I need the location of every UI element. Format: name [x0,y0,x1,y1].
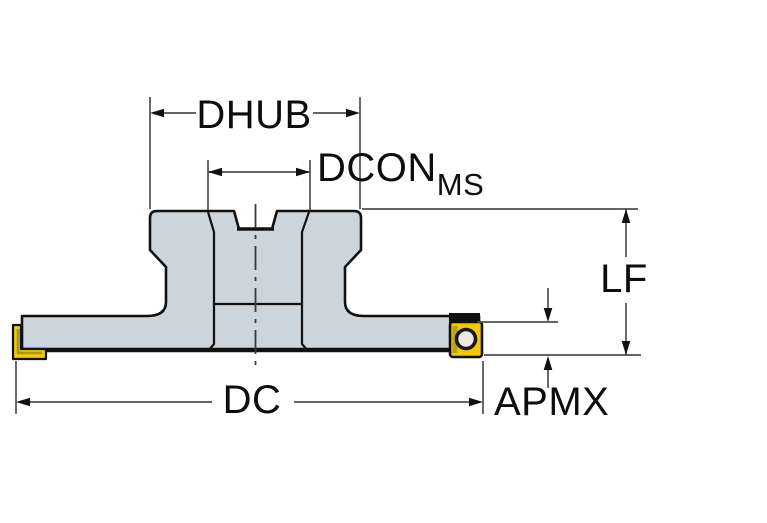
dim-label-dc: DC [222,378,282,422]
dim-label-lf: LF [600,257,648,301]
lf-arrow-top [621,209,631,223]
dim-label-apmx: APMX [494,380,610,424]
lf-arrow-bottom [621,341,631,355]
dhub-dimension [149,97,361,209]
insert-left-shape [11,323,48,361]
dim-label-dhub: DHUB [196,93,312,137]
insert-seat-block [449,313,480,324]
bore-right-line [300,211,311,352]
dcon-dimension [207,160,311,210]
insert-left-shade [16,329,42,355]
apmx-dimension [477,288,558,388]
dim-label-dcon-subscript: MS [436,167,485,202]
dhub-arrow-left [150,108,164,118]
lf-dimension [362,208,641,356]
dc-dimension [15,361,484,414]
dc-arrow-left [16,397,30,407]
insert-right [448,313,484,359]
bore-left-line [206,211,216,352]
dc-arrow-right [469,397,483,407]
dcon-arrow-right [296,167,310,177]
dhub-arrow-right [346,108,360,118]
dim-label-dcon: DCONMS [317,148,484,200]
insert-screw-hole [454,327,478,351]
dim-label-dcon-main: DCON [317,146,437,190]
apmx-arrow-up [543,356,553,370]
cutter-body-outline [20,209,481,352]
cutter-body-group [20,209,481,353]
insert-left [11,323,48,361]
apmx-arrow-down [543,308,553,322]
dcon-arrow-left [208,167,222,177]
